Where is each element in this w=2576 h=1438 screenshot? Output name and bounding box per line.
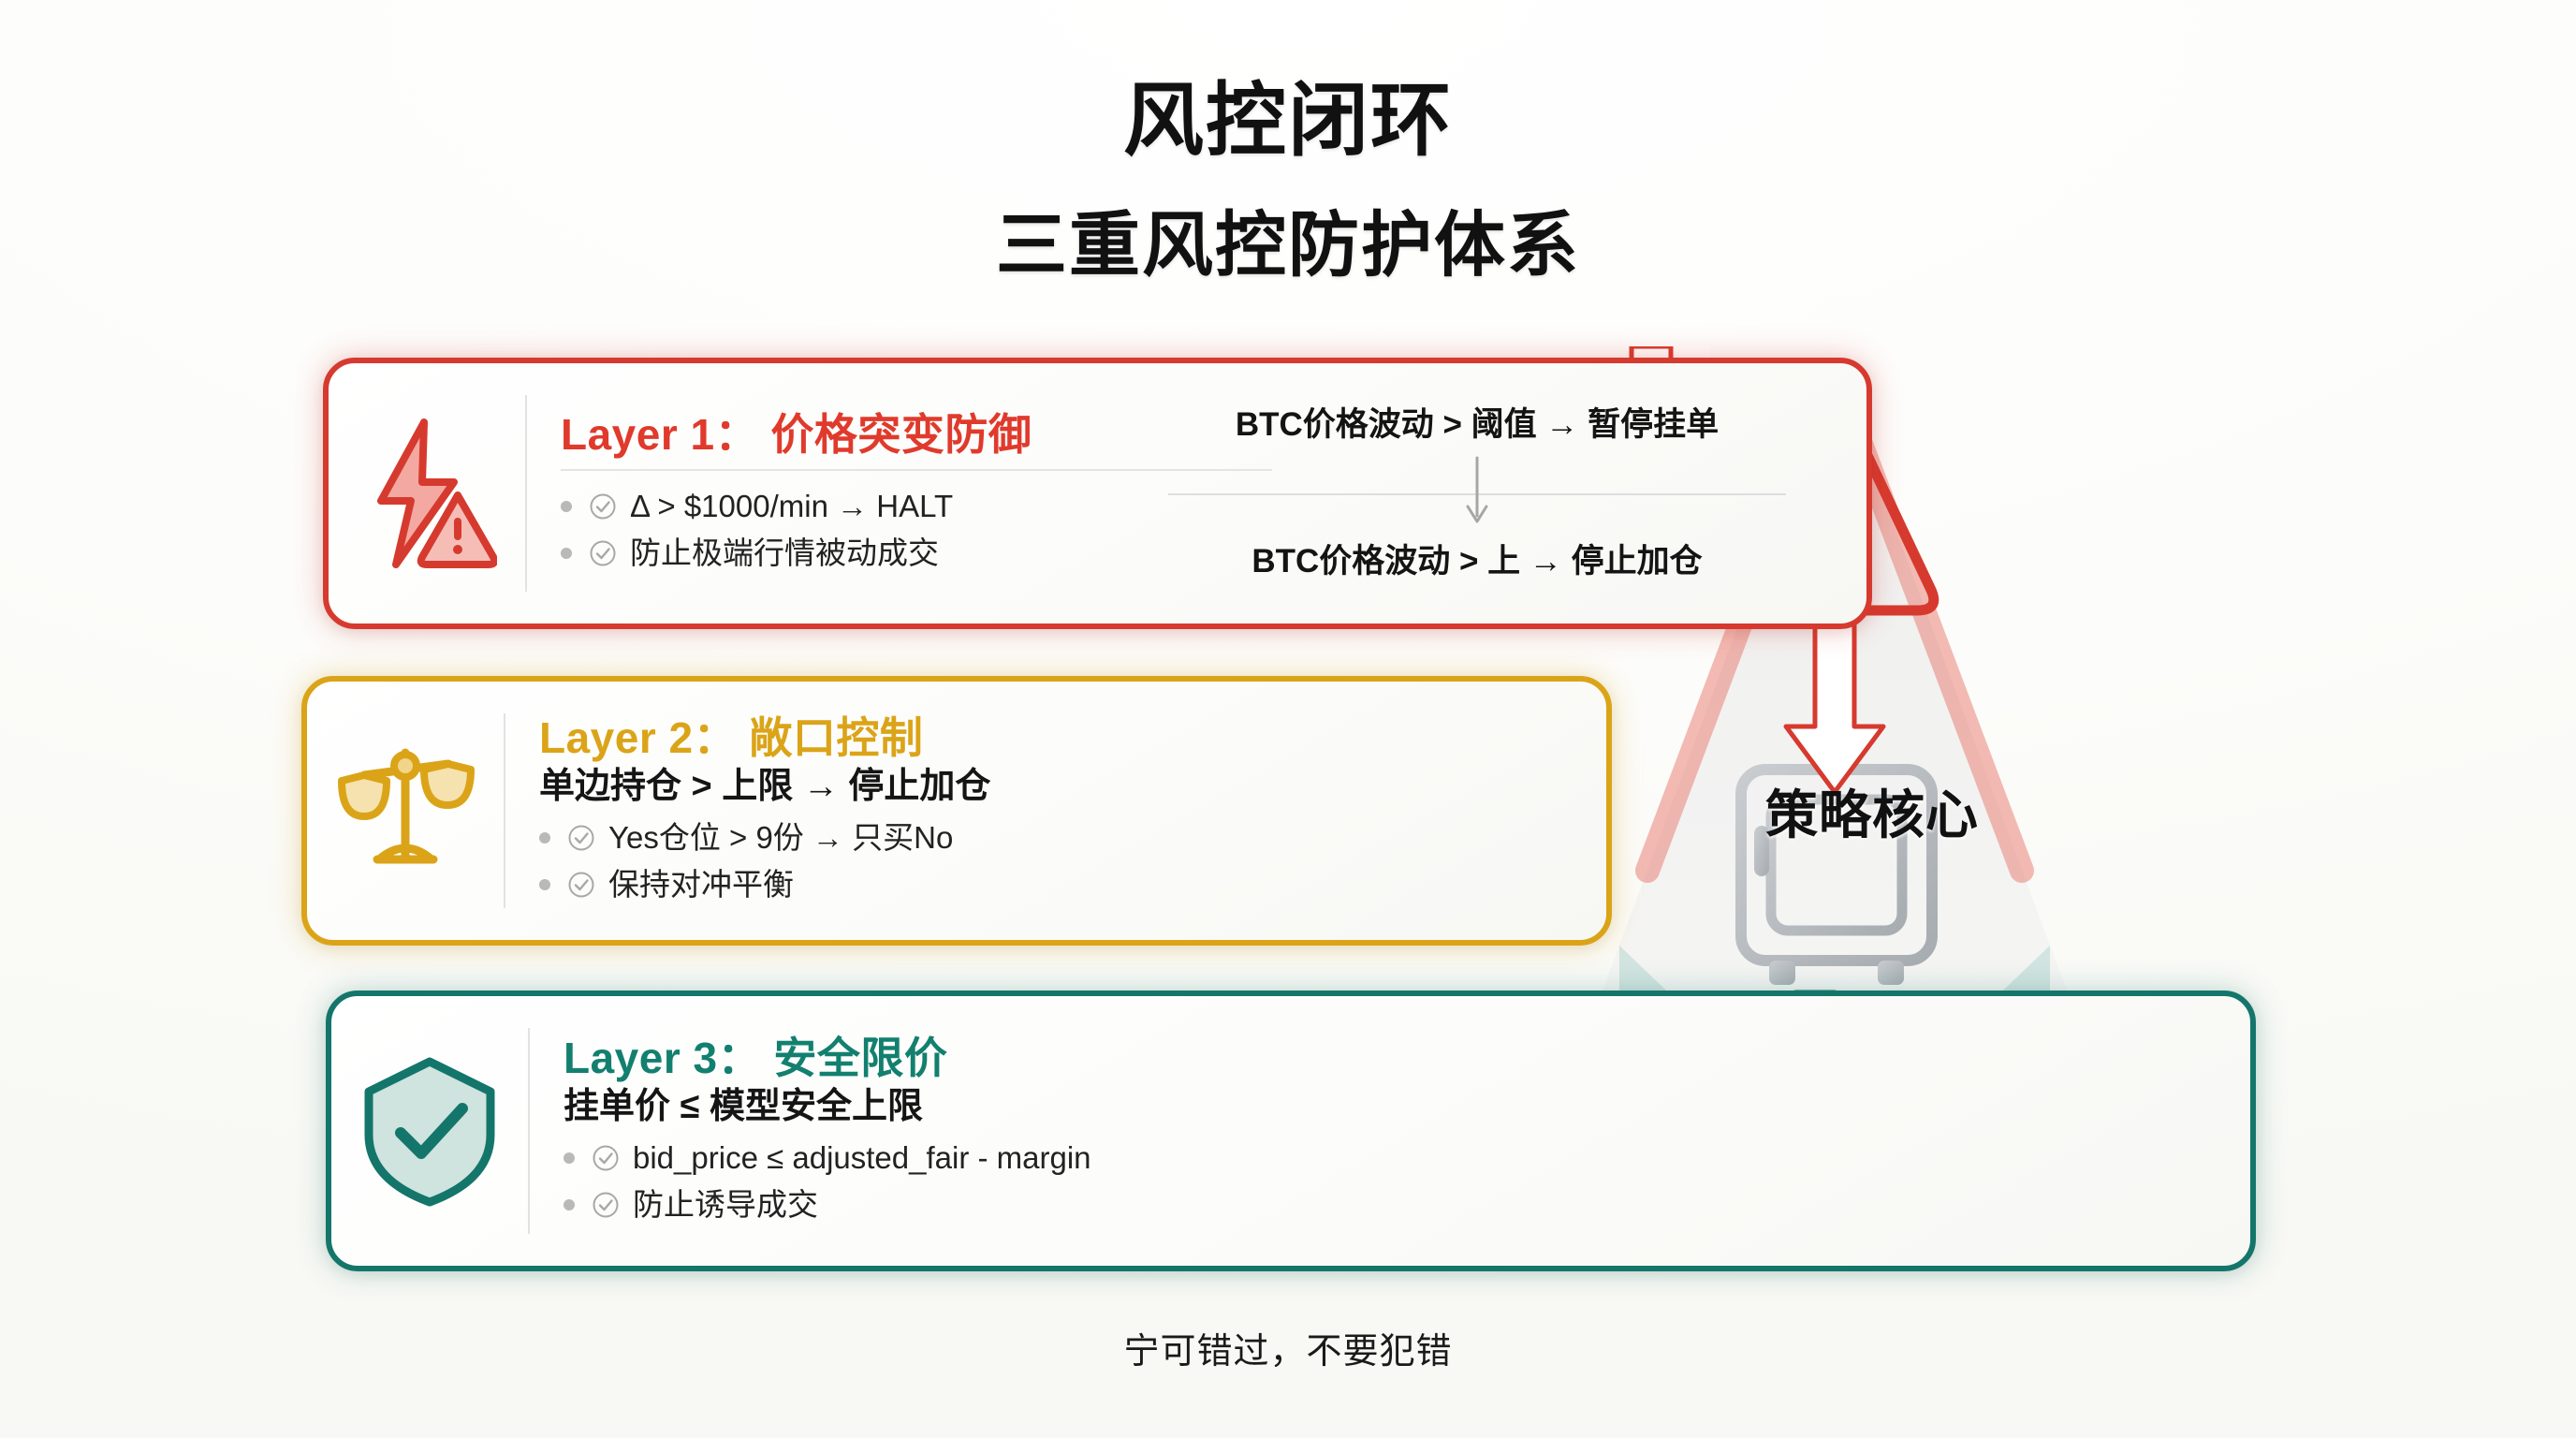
layer-1-heading: Layer 1： 价格突变防御 <box>561 410 1032 460</box>
check-circle-icon <box>567 871 595 899</box>
list-item: bid_price ≤ adjusted_fair - margin <box>564 1136 2232 1181</box>
check-circle-icon <box>589 539 617 567</box>
check-circle-icon <box>589 492 617 521</box>
check-circle-icon <box>592 1144 620 1172</box>
page-subtitle: 三重风控防护体系 <box>996 206 1580 286</box>
check-circle-icon <box>592 1191 620 1219</box>
balance-scales-icon <box>338 748 475 864</box>
layer-1-icon-slot <box>329 417 525 571</box>
layer-1-divider <box>525 395 527 592</box>
bullet-text: Yes仓位 > 9份 → 只买No <box>608 819 954 855</box>
layer-2-heading: Layer 2： 敞口控制 <box>539 713 924 763</box>
layer-2-divider <box>504 713 505 908</box>
layer-3-rule: 挂单价 ≤ 模型安全上限 <box>564 1086 923 1126</box>
layer-2-body: Layer 2： 敞口控制 单边持仓 > 上限 → 停止加仓 Yes仓位 > 9… <box>505 682 1606 940</box>
layer-1-card[interactable]: Layer 1： 价格突变防御 Δ > $1000/min → HALT <box>323 358 1872 629</box>
layer-2-rule: 单边持仓 > 上限 → 停止加仓 <box>539 766 991 806</box>
layer-1-rule-separator <box>561 469 1272 472</box>
shield-check-icon <box>364 1057 495 1206</box>
bullet-text: 防止诱导成交 <box>633 1186 818 1222</box>
list-item: 保持对冲平衡 <box>539 862 1588 907</box>
bullet-dot-icon <box>564 1152 575 1164</box>
layer-2-card[interactable]: Layer 2： 敞口控制 单边持仓 > 上限 → 停止加仓 Yes仓位 > 9… <box>301 676 1612 946</box>
bullet-text: bid_price ≤ adjusted_fair - margin <box>633 1139 1091 1175</box>
list-item: Δ > $1000/min → HALT <box>561 484 1848 529</box>
footer-tagline: 宁可错过，不要犯错 <box>1123 1332 1453 1372</box>
list-item: Yes仓位 > 9份 → 只买No <box>539 815 1588 860</box>
strategy-core-label: 策略核心 <box>1765 785 1979 844</box>
list-item: 防止极端行情被动成交 <box>561 531 1848 576</box>
layer-3-bullet-list: bid_price ≤ adjusted_fair - margin 防止诱导成… <box>564 1134 2232 1229</box>
page-title: 风控闭环 <box>1123 76 1453 166</box>
bullet-dot-icon <box>564 1198 575 1211</box>
layer-3-card[interactable]: Layer 3： 安全限价 挂单价 ≤ 模型安全上限 bid_price ≤ a… <box>326 990 2256 1271</box>
bullet-dot-icon <box>539 831 550 844</box>
list-item: 防止诱导成交 <box>564 1182 2232 1227</box>
bullet-text: 防止极端行情被动成交 <box>630 536 939 571</box>
layer-2-icon-slot <box>307 736 504 886</box>
bullet-dot-icon <box>561 501 572 513</box>
bullet-text: Δ > $1000/min → HALT <box>630 489 954 524</box>
layer-3-body: Layer 3： 安全限价 挂单价 ≤ 模型安全上限 bid_price ≤ a… <box>530 996 2250 1266</box>
layer-3-divider <box>528 1028 530 1234</box>
bullet-text: 保持对冲平衡 <box>608 866 794 902</box>
bullet-dot-icon <box>539 878 550 890</box>
lightning-warning-icon <box>377 418 497 568</box>
layer-1-body: Layer 1： 价格突变防御 Δ > $1000/min → HALT <box>527 363 1866 624</box>
layer-3-icon-slot <box>331 1054 528 1209</box>
check-circle-icon <box>567 824 595 852</box>
bullet-dot-icon <box>561 548 572 560</box>
layer-1-bullet-list: Δ > $1000/min → HALT 防止极端行情被动成交 <box>561 482 1848 578</box>
layer-3-heading: Layer 3： 安全限价 <box>564 1034 948 1083</box>
safe-vault-icon <box>1735 764 1938 985</box>
layer-2-bullet-list: Yes仓位 > 9份 → 只买No 保持对冲平衡 <box>539 814 1588 909</box>
